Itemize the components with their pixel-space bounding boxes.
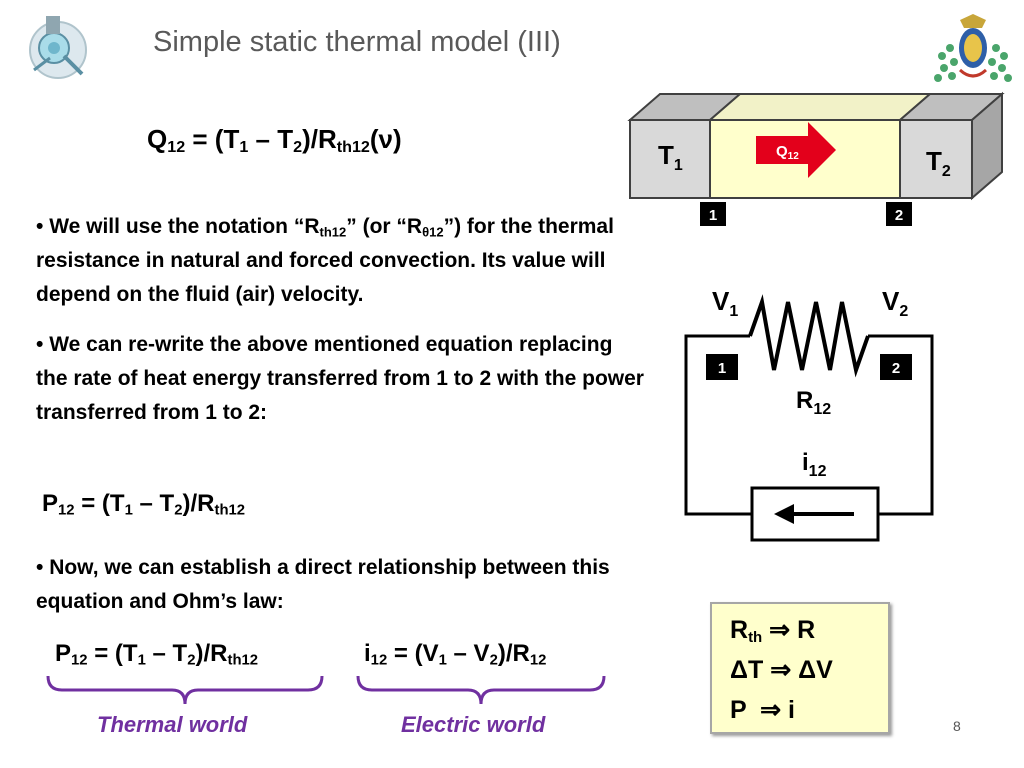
circuit-node-2 xyxy=(880,354,912,380)
right-block xyxy=(899,119,973,199)
heat-flow-equation: Q12 = (T1 – T2)/Rth12(ν) xyxy=(147,124,402,157)
t2-label: T2 xyxy=(926,146,951,180)
thermal-world-label: Thermal world xyxy=(97,712,248,737)
thermal-node-1-label: 1 xyxy=(709,207,717,224)
left-block xyxy=(629,119,711,199)
thermal-brace xyxy=(46,675,324,705)
bullet-rewrite: • We can re-write the above mentioned eq… xyxy=(36,333,644,424)
university-crest xyxy=(930,12,1016,84)
electric-world-label: Electric world xyxy=(401,712,546,737)
left-logo xyxy=(24,10,92,82)
v1-label: V1 xyxy=(712,286,738,320)
t1-label: T1 xyxy=(658,140,683,174)
thermal-node-2 xyxy=(886,202,912,226)
left-logo-graphic xyxy=(29,16,87,79)
ohm-equation: i12 = (V1 – V2)/R12 xyxy=(364,640,547,669)
bullet-notation: • We will use the notation “Rth12” (or “… xyxy=(36,215,614,306)
bullet-ohm: • Now, we can establish a direct relatio… xyxy=(36,556,610,613)
slide-title: Simple static thermal model (III) xyxy=(153,26,561,58)
analogy-resistance: Rth ⇒ R xyxy=(730,616,816,646)
resistor xyxy=(748,294,870,378)
heat-flow-arrow xyxy=(756,122,836,178)
circuit-wire-left xyxy=(684,334,752,516)
current-label: i12 xyxy=(802,449,827,480)
current-arrow-head xyxy=(774,504,794,524)
circuit-node-1 xyxy=(706,354,738,380)
page-number: 8 xyxy=(953,718,961,734)
analogy-current: P ⇒ i xyxy=(730,696,795,724)
circuit-node-1-label: 1 xyxy=(718,360,726,377)
analogy-voltage: ΔT ⇒ ΔV xyxy=(730,656,833,684)
thermal-block-diagram: Q12 T1 T2 1 2 xyxy=(627,91,1005,226)
circuit-node-2-label: 2 xyxy=(892,360,900,377)
thermal-equation: P12 = (T1 – T2)/Rth12 xyxy=(55,640,259,669)
electric-circuit: V1 V2 R12 i12 1 2 xyxy=(684,286,934,542)
v2-label: V2 xyxy=(882,286,908,320)
heat-flow-label: Q12 xyxy=(776,143,799,162)
thermal-node-1 xyxy=(700,202,726,226)
thermal-node-2-label: 2 xyxy=(895,207,903,224)
bullet-list: • We will use the notation “Rth12” (or “… xyxy=(36,210,646,446)
analogy-box: Rth ⇒ R ΔT ⇒ ΔV P ⇒ i xyxy=(710,602,890,734)
middle-block-top xyxy=(707,93,933,121)
circuit-wire-right xyxy=(868,334,934,516)
resistor-label: R12 xyxy=(796,387,831,418)
university-crest-graphic xyxy=(934,14,1012,82)
electric-brace xyxy=(356,675,606,705)
power-equation: P12 = (T1 – T2)/Rth12 xyxy=(42,490,246,519)
